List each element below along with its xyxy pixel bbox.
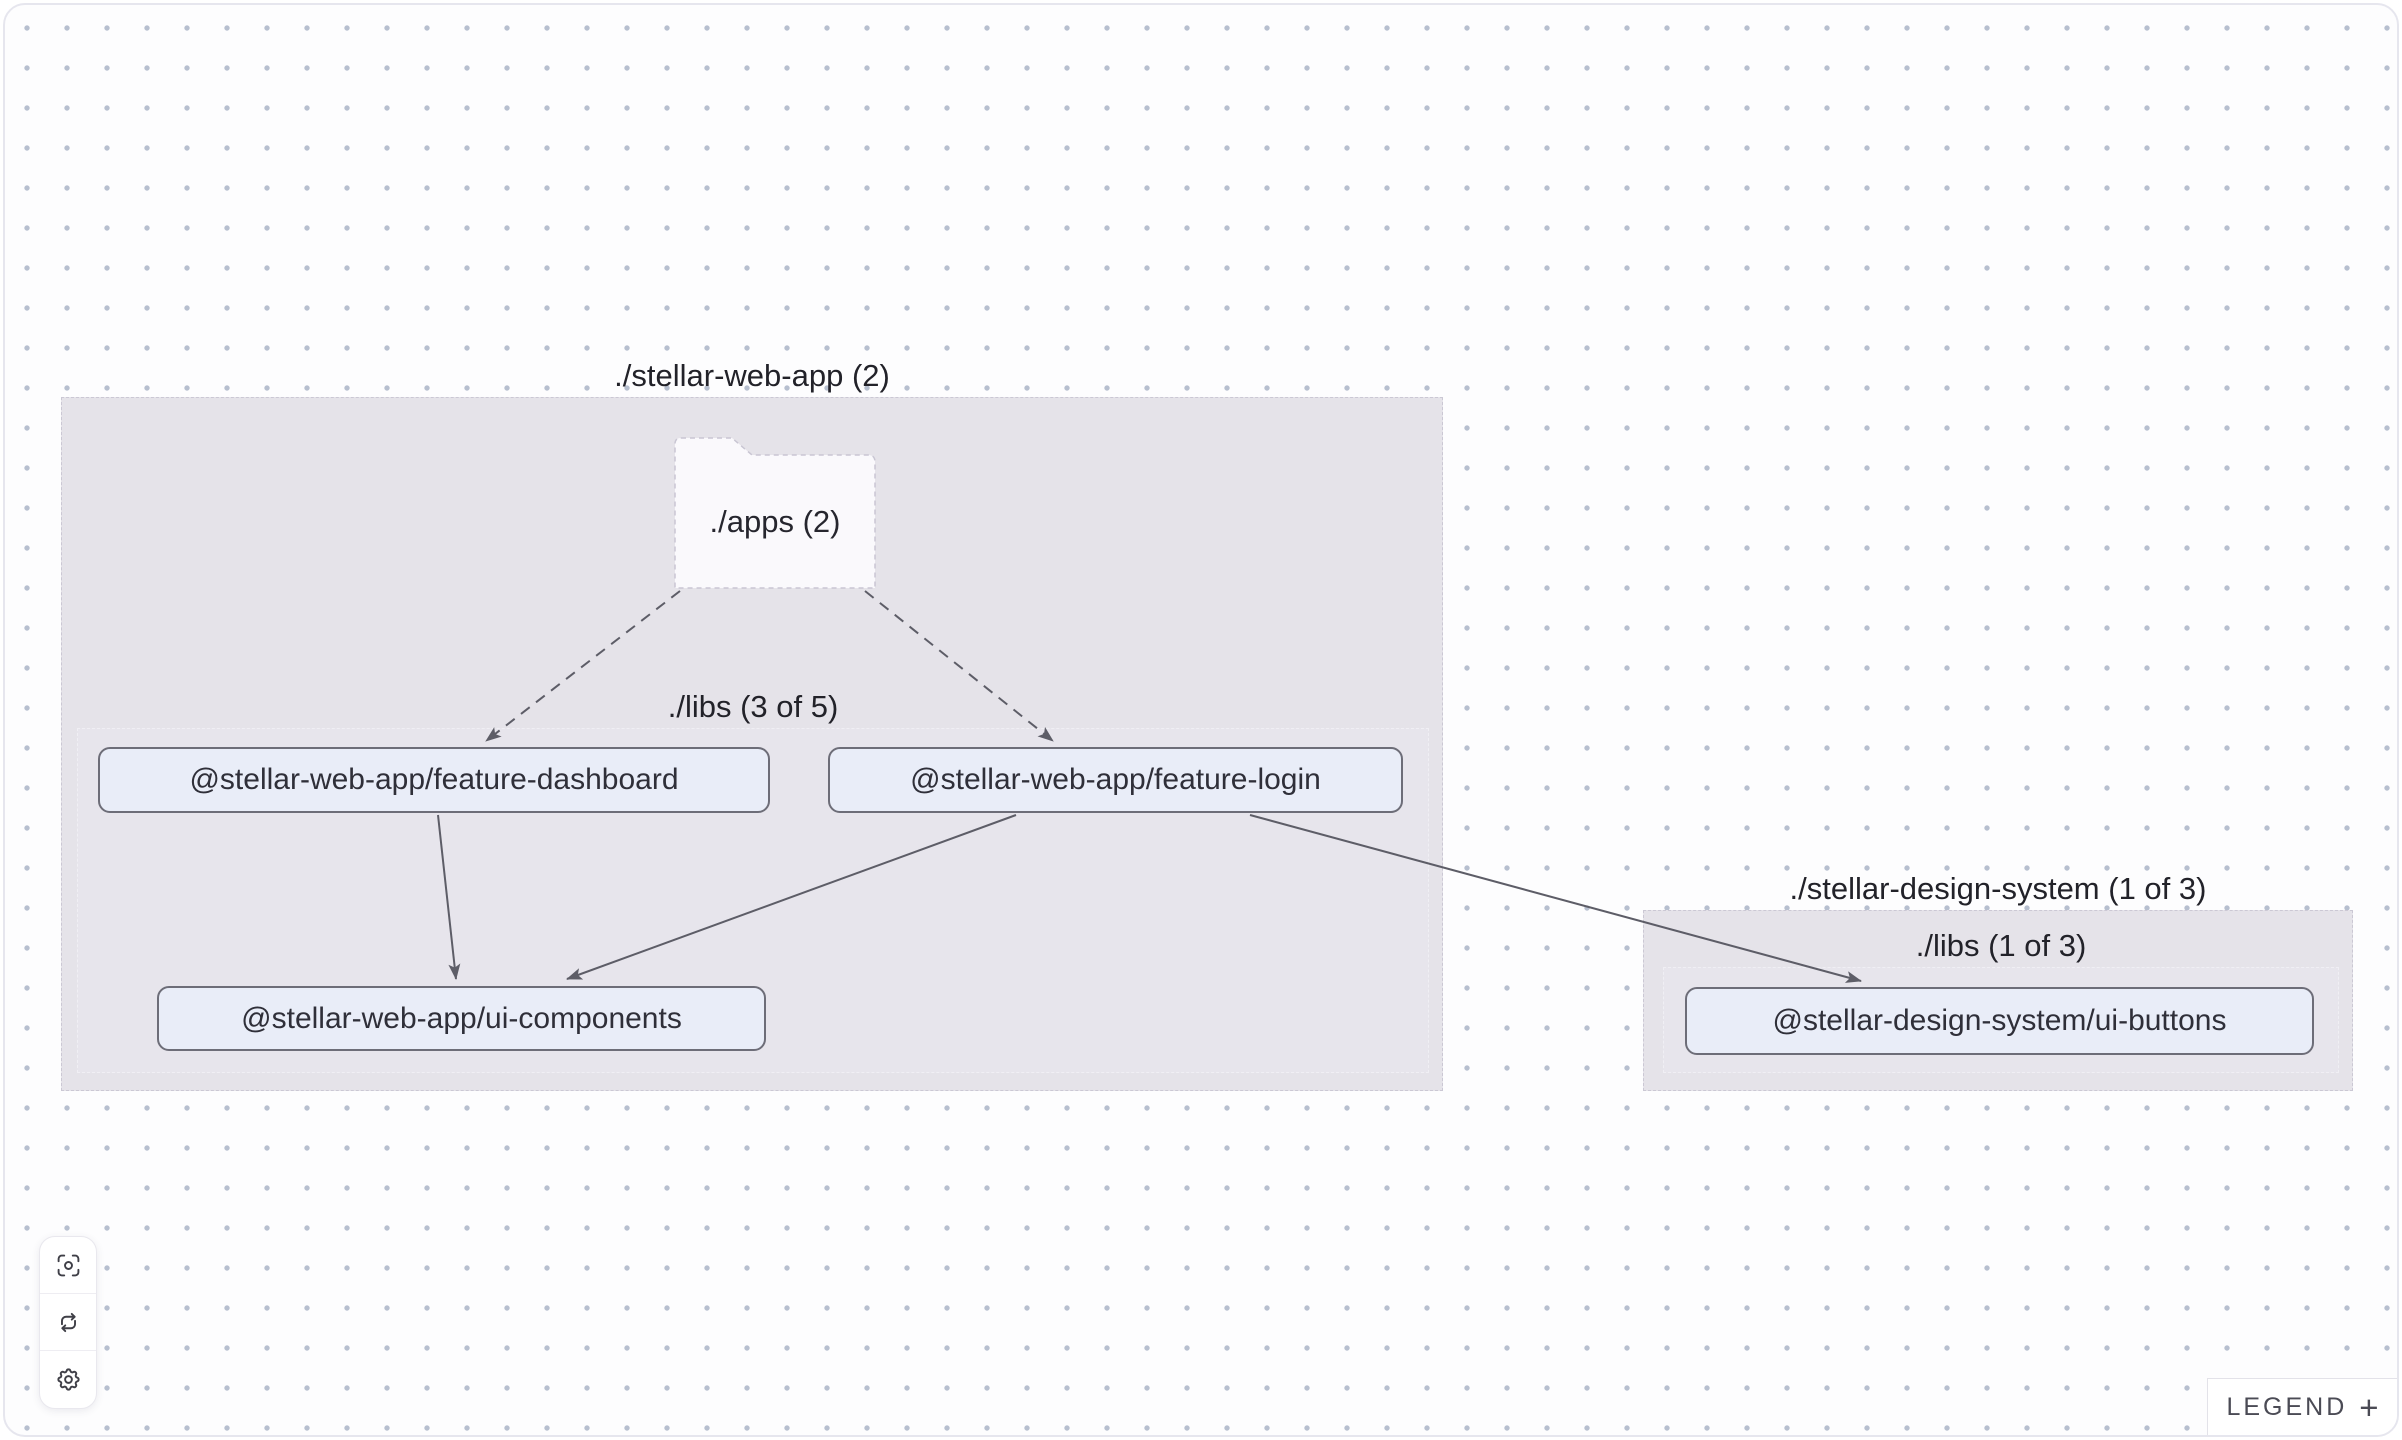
focus-icon — [57, 1254, 79, 1276]
refresh-icon — [60, 1312, 76, 1332]
graph-canvas[interactable]: ./stellar-web-app (2) ./libs (3 of 5) ./st… — [5, 5, 2397, 1435]
gear-icon — [56, 1368, 80, 1391]
edge-apps-to-feature-dashboard[interactable] — [485, 590, 681, 742]
project-node-feature-login[interactable]: @stellar-web-app/feature-login — [828, 747, 1403, 813]
graph-viewport[interactable]: ./stellar-web-app (2) ./libs (3 of 5) ./st… — [3, 3, 2399, 1437]
project-node-feature-dashboard[interactable]: @stellar-web-app/feature-dashboard — [98, 747, 770, 813]
edge-feature-login-to-ui-components[interactable] — [566, 814, 1017, 980]
edge-feature-login-to-ui-buttons[interactable] — [1249, 814, 1862, 983]
legend-toggle-button[interactable]: LEGEND + — [2207, 1378, 2397, 1435]
group-label-stellar-design-system: ./stellar-design-system (1 of 3) — [1789, 871, 2207, 906]
group-label-stellar-web-app: ./stellar-web-app (2) — [614, 358, 890, 393]
folder-label-apps: ./apps (2) — [709, 503, 841, 539]
legend-label: LEGEND — [2226, 1392, 2348, 1421]
edges-layer — [437, 437, 1862, 983]
edge-feature-dashboard-to-ui-components[interactable] — [437, 814, 461, 980]
canvas-controls — [39, 1236, 97, 1409]
group-label-design-system-libs: ./libs (1 of 3) — [1915, 928, 2087, 963]
refresh-button[interactable] — [40, 1294, 96, 1351]
project-node-ui-buttons[interactable]: @stellar-design-system/ui-buttons — [1685, 987, 2314, 1055]
folder-apps[interactable] — [674, 437, 876, 589]
plus-icon: + — [2359, 1388, 2379, 1426]
zoom-to-fit-button[interactable] — [40, 1237, 96, 1294]
group-label-web-app-libs: ./libs (3 of 5) — [667, 689, 839, 724]
edge-apps-to-feature-login[interactable] — [864, 590, 1054, 742]
project-node-ui-components[interactable]: @stellar-web-app/ui-components — [157, 986, 766, 1051]
settings-button[interactable] — [40, 1351, 96, 1408]
